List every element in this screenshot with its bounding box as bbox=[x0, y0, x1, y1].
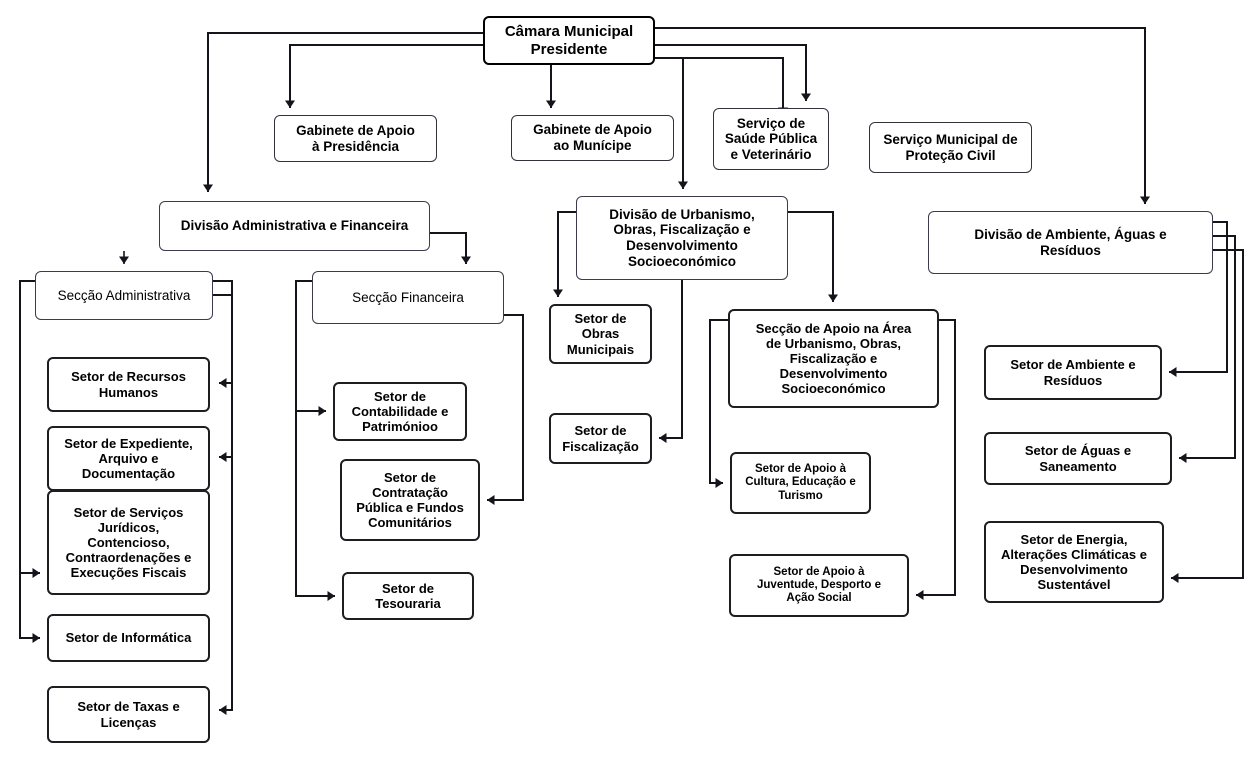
sec-admin-to-exped bbox=[213, 294, 233, 458]
sec-fin-to-tesour bbox=[295, 295, 335, 597]
root-to-gab-municipe-arrowhead bbox=[546, 100, 556, 108]
sec-fin-to-contab-arrowhead bbox=[318, 406, 326, 416]
root-to-div-amb-b bbox=[655, 57, 784, 115]
root-to-gab-presidencia bbox=[207, 32, 483, 192]
sec-admin-to-taxas-arrowhead bbox=[219, 705, 227, 715]
org-node-sec-admin[interactable]: Secção Administrativa bbox=[35, 271, 213, 320]
root-to-div-admin bbox=[289, 44, 483, 108]
org-node-label: Divisão de Urbanismo,Obras, Fiscalização… bbox=[609, 206, 755, 269]
root-to-div-urb-arrowhead bbox=[678, 181, 688, 189]
sec-admin-to-infor-arrowhead bbox=[32, 633, 40, 643]
div-urb-to-obras bbox=[557, 211, 576, 297]
sec-fin-to-tesour-arrowhead bbox=[327, 591, 335, 601]
div-urb-to-fisc bbox=[659, 280, 683, 439]
secapoio-to-juventude-arrowhead bbox=[916, 590, 924, 600]
div-urb-to-obras-arrowhead bbox=[553, 289, 563, 297]
sec-admin-to-jurid-arrowhead bbox=[32, 568, 40, 578]
div-urb-to-secapoio-arrowhead bbox=[828, 294, 838, 302]
sec-admin-left-trunk bbox=[213, 280, 233, 384]
root-to-serv-saude bbox=[655, 44, 807, 101]
div-amb-to-aguas-arrowhead bbox=[1179, 453, 1187, 463]
secapoio-to-cultura bbox=[709, 319, 728, 484]
div-admin-to-sec-admin-arrowhead bbox=[119, 256, 129, 264]
div-amb-to-ambiente-arrowhead bbox=[1169, 367, 1177, 377]
sec-admin-to-jurid bbox=[19, 280, 40, 574]
org-node-div-urb[interactable]: Divisão de Urbanismo,Obras, Fiscalização… bbox=[576, 196, 788, 280]
org-node-sec-fin[interactable]: Secção Financeira bbox=[312, 271, 504, 324]
org-node-set-infor[interactable]: Setor de Informática bbox=[47, 614, 210, 662]
root-to-div-admin-arrowhead bbox=[285, 100, 295, 108]
sec-admin-left-trunk-arrowhead bbox=[219, 378, 227, 388]
div-urb-to-secapoio bbox=[788, 211, 834, 302]
org-node-label: Setor de Informática bbox=[65, 630, 192, 646]
root-to-serv-protecao-arrowhead bbox=[1140, 196, 1150, 204]
org-node-label: Secção Administrativa bbox=[57, 287, 191, 303]
org-node-label: Secção Financeira bbox=[352, 289, 464, 305]
org-node-set-energia[interactable]: Setor de Energia,Alterações Climáticas e… bbox=[984, 521, 1164, 603]
sec-fin-to-contrat-arrowhead bbox=[487, 495, 495, 505]
root-to-gab-presidencia-arrowhead bbox=[203, 184, 213, 192]
sec-admin-to-infor bbox=[19, 295, 40, 639]
org-node-label: Setor de Energia,Alterações Climáticas e… bbox=[1001, 531, 1147, 593]
org-node-label: Divisão Administrativa e Financeira bbox=[180, 218, 409, 234]
sec-admin-to-exped-arrowhead bbox=[219, 452, 227, 462]
sec-admin-to-taxas bbox=[219, 295, 233, 711]
div-admin-to-sec-fin-arrowhead bbox=[461, 256, 471, 264]
root-to-serv-saude-arrowhead bbox=[801, 93, 811, 101]
div-urb-to-fisc-arrowhead bbox=[659, 433, 667, 443]
div-admin-to-sec-fin bbox=[430, 232, 467, 264]
div-amb-to-energia bbox=[1171, 249, 1244, 579]
div-amb-to-energia-arrowhead bbox=[1171, 573, 1179, 583]
org-node-div-admin[interactable]: Divisão Administrativa e Financeira bbox=[159, 201, 430, 251]
sec-fin-to-contrat bbox=[487, 314, 524, 501]
secapoio-to-cultura-arrowhead bbox=[715, 478, 723, 488]
